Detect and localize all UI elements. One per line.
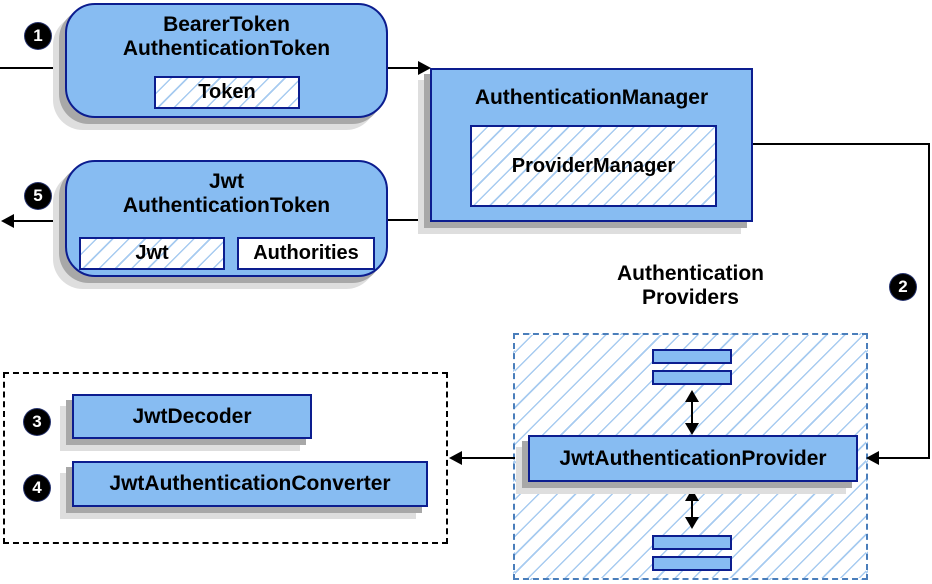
arrowhead-left-icon bbox=[449, 451, 462, 465]
authentication-manager-box: AuthenticationManager ProviderManager bbox=[430, 68, 753, 222]
provider-up-arrow-line bbox=[691, 400, 693, 425]
manager-to-jwt-token-line bbox=[386, 219, 430, 221]
incoming-request-line bbox=[0, 67, 66, 69]
arrowhead-up-icon bbox=[685, 390, 699, 402]
step-1-badge: 1 bbox=[25, 23, 51, 49]
arrowhead-left-icon bbox=[866, 451, 879, 465]
jwt-authentication-provider-box: JwtAuthenticationProvider bbox=[528, 435, 858, 482]
manager-to-provider-line-right bbox=[928, 143, 930, 459]
bearer-to-manager-line bbox=[388, 67, 420, 69]
jwt-token-out-line bbox=[13, 220, 65, 222]
jwt-field: Jwt bbox=[79, 237, 225, 270]
jwt-decoder-box: JwtDecoder bbox=[72, 394, 312, 439]
provider-stack-bar bbox=[652, 349, 732, 364]
arrowhead-right-icon bbox=[418, 61, 431, 75]
box-title: BearerToken AuthenticationToken bbox=[67, 13, 386, 61]
token-field: Token bbox=[154, 76, 300, 109]
provider-down-arrow-line bbox=[691, 499, 693, 519]
manager-to-provider-line-bottom bbox=[878, 457, 930, 459]
authentication-providers-label: Authentication Providers bbox=[583, 262, 798, 310]
provider-manager-field: ProviderManager bbox=[470, 125, 717, 207]
provider-stack-bar bbox=[652, 556, 732, 571]
arrowhead-down-icon bbox=[685, 517, 699, 529]
provider-stack-bar bbox=[652, 535, 732, 550]
bearer-token-authentication-token-box: BearerToken AuthenticationToken Token bbox=[65, 3, 388, 118]
label-line: Authentication bbox=[617, 262, 764, 285]
arrowhead-down-icon bbox=[685, 423, 699, 435]
title-line: Jwt bbox=[208, 170, 244, 193]
arrowhead-up-icon bbox=[685, 489, 699, 501]
box-title: Jwt AuthenticationToken bbox=[67, 170, 386, 218]
step-3-badge: 3 bbox=[24, 409, 50, 435]
manager-to-provider-line-top bbox=[753, 143, 930, 145]
step-2-badge: 2 bbox=[890, 274, 916, 300]
title-line: AuthenticationToken bbox=[122, 194, 331, 217]
jwt-authentication-token-box: Jwt AuthenticationToken Jwt Authorities bbox=[65, 160, 388, 277]
step-4-badge: 4 bbox=[24, 475, 50, 501]
arrowhead-left-icon bbox=[1, 214, 14, 228]
box-title: AuthenticationManager bbox=[474, 86, 709, 109]
title-line: AuthenticationToken bbox=[122, 37, 331, 60]
provider-stack-bar bbox=[652, 370, 732, 385]
authorities-field: Authorities bbox=[237, 237, 375, 270]
step-5-badge: 5 bbox=[25, 183, 51, 209]
label-line: Providers bbox=[642, 286, 739, 309]
provider-to-decoder-line bbox=[461, 457, 515, 459]
jwt-authentication-converter-box: JwtAuthenticationConverter bbox=[72, 461, 428, 507]
title-line: BearerToken bbox=[163, 13, 290, 36]
